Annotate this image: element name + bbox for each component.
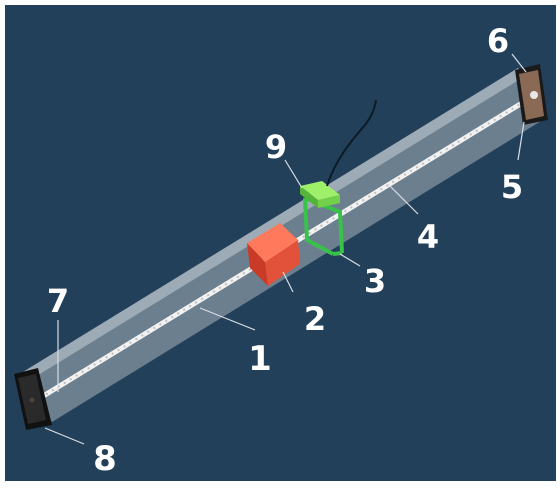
leader-6 bbox=[511, 53, 527, 73]
end-cap-right bbox=[515, 64, 548, 125]
sensor-head bbox=[300, 181, 340, 208]
end-cap-left bbox=[14, 368, 52, 430]
label-6: 6 bbox=[487, 22, 509, 60]
leader-lines bbox=[44, 53, 527, 445]
sensor-cable bbox=[326, 99, 377, 187]
leader-1 bbox=[199, 307, 256, 331]
label-7: 7 bbox=[47, 282, 69, 320]
leader-8 bbox=[44, 427, 85, 445]
label-9: 9 bbox=[265, 128, 287, 166]
leader-5 bbox=[517, 121, 525, 161]
leader-2 bbox=[282, 271, 294, 293]
label-8: 8 bbox=[93, 439, 117, 479]
label-4: 4 bbox=[417, 218, 439, 256]
leader-3 bbox=[339, 253, 361, 267]
leader-4 bbox=[387, 183, 419, 215]
label-1: 1 bbox=[248, 339, 272, 379]
tube-top-face bbox=[18, 68, 522, 385]
label-5: 5 bbox=[501, 168, 523, 206]
label-2: 2 bbox=[304, 300, 326, 338]
red-block bbox=[247, 223, 300, 286]
leader-9 bbox=[284, 159, 303, 189]
label-3: 3 bbox=[364, 262, 386, 300]
